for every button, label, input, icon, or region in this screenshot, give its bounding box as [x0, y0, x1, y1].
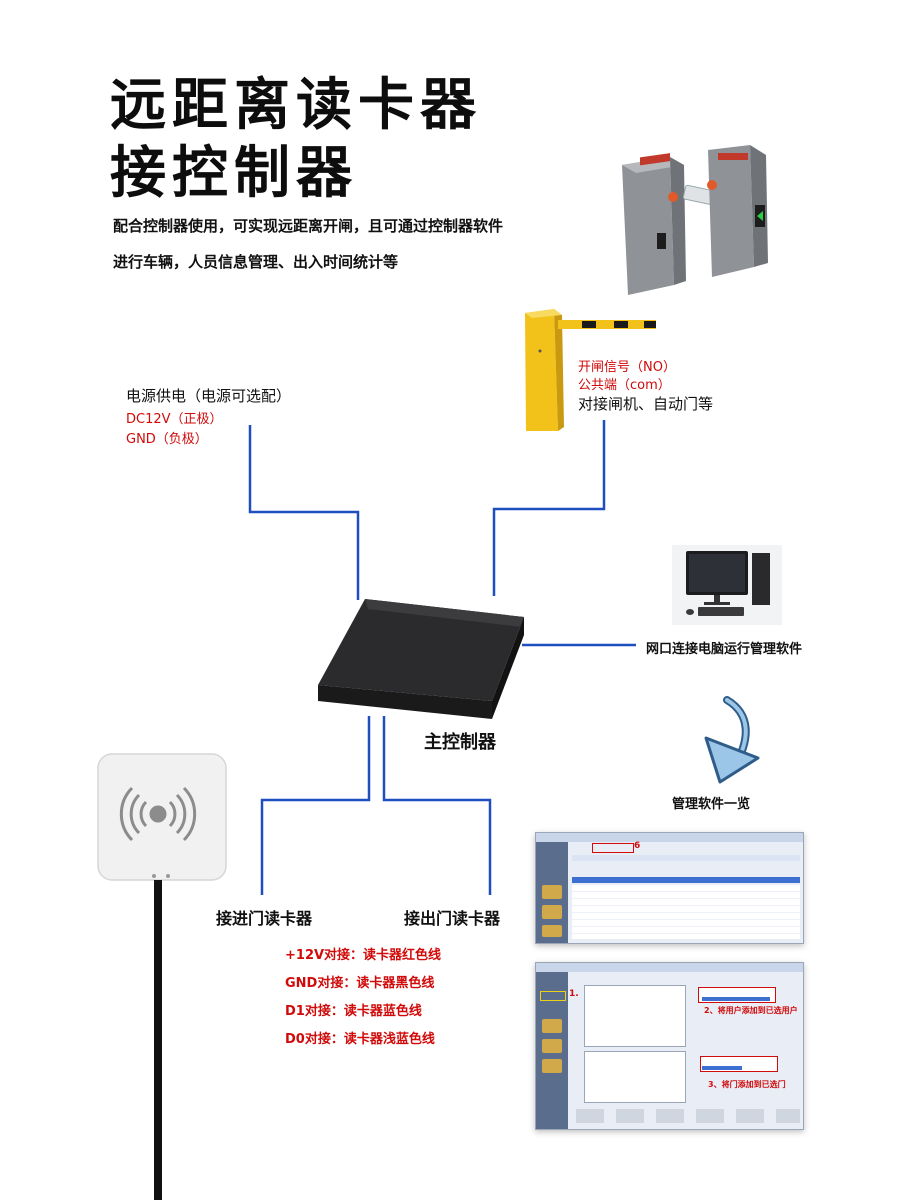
- exit-reader-label: 接出门读卡器: [404, 909, 501, 928]
- screen1-marker: 6: [634, 841, 641, 851]
- controller-label: 主控制器: [424, 732, 496, 753]
- software-screenshot-records: 6: [535, 832, 804, 944]
- description-line2: 进行车辆，人员信息管理、出入时间统计等: [113, 253, 399, 271]
- network-label: 网口连接电脑运行管理软件: [646, 642, 803, 657]
- title-line2: 接控制器: [110, 141, 358, 206]
- power-dc-label: DC12V（正极）: [126, 412, 223, 427]
- entry-reader-wire: [260, 716, 371, 895]
- screen2-step2: 2、将用户添加到已选用户: [704, 1006, 798, 1015]
- title-line1: 远距离读卡器: [110, 73, 482, 138]
- wiring-note: D1对接：读卡器蓝色线: [285, 1004, 422, 1019]
- main-controller-image: [310, 595, 530, 723]
- wiring-note: +12V对接：读卡器红色线: [285, 948, 442, 963]
- power-title: 电源供电（电源可选配）: [126, 387, 292, 405]
- computer-image: [672, 545, 782, 625]
- software-label: 管理软件一览: [672, 797, 751, 812]
- screen2-step1: 1.: [569, 989, 579, 999]
- wiring-note: D0对接：读卡器浅蓝色线: [285, 1032, 435, 1047]
- card-reader-image: [96, 752, 231, 1200]
- gate-signal-label: 开闸信号（NO）: [578, 360, 676, 375]
- power-gnd-label: GND（负极）: [126, 432, 208, 447]
- power-wire: [248, 425, 360, 600]
- rfid-waves-icon: [119, 786, 197, 842]
- gate-wire: [492, 420, 606, 596]
- software-screenshot-permissions: 1. 2、将用户添加到已选用户 3、将门添加到已选门: [535, 962, 804, 1130]
- turnstile-gate-image: [600, 145, 800, 310]
- curved-arrow-icon: [704, 696, 760, 784]
- description-line1: 配合控制器使用，可实现远距离开闸，且可通过控制器软件: [113, 217, 504, 235]
- screen2-step3: 3、将门添加到已选门: [708, 1080, 786, 1089]
- gate-connect-label: 对接闸机、自动门等: [578, 395, 714, 413]
- gate-common-label: 公共端（com）: [578, 378, 671, 393]
- wiring-note: GND对接：读卡器黑色线: [285, 976, 435, 991]
- exit-reader-wire: [382, 716, 492, 895]
- barrier-gate-image: [520, 305, 660, 435]
- entry-reader-label: 接进门读卡器: [216, 909, 313, 928]
